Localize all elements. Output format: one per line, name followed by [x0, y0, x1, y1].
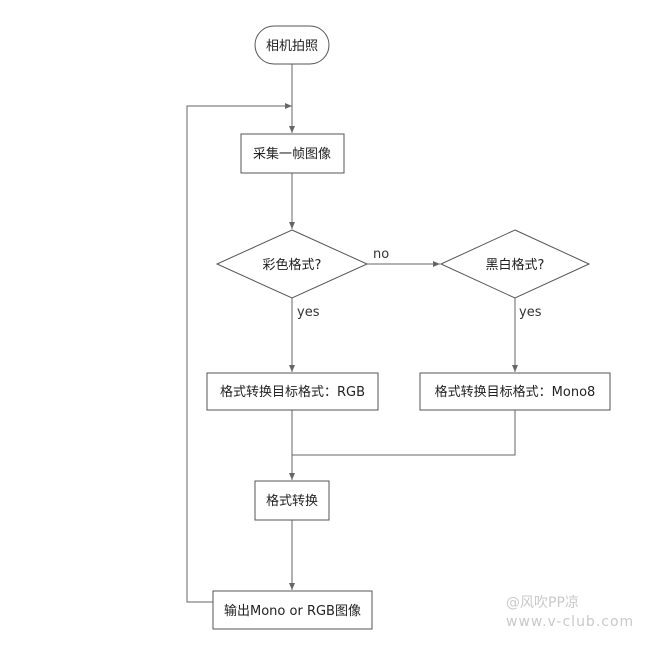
- start-label: 相机拍照: [266, 39, 318, 54]
- mono-format-label: 黑白格式?: [486, 257, 545, 273]
- watermark-author: @风吹PP凉: [506, 595, 579, 611]
- color-format-decision: [215, 229, 369, 299]
- watermark-site: www.v-club.com: [506, 614, 635, 630]
- target-mono-label: 格式转换目标格式：Mono8: [435, 384, 596, 400]
- target-mono-box: [419, 372, 611, 411]
- grab-frame-box: [240, 133, 345, 174]
- convert-box: [254, 480, 330, 521]
- yes-color-edge-label: yes: [297, 305, 320, 320]
- color-format-label: 彩色格式?: [263, 257, 322, 273]
- edge-loop-back: [186, 103, 292, 603]
- grab-frame-label: 采集一帧图像: [253, 146, 331, 162]
- convert-label: 格式转换: [266, 493, 318, 509]
- start-terminator: [254, 25, 330, 65]
- yes-mono-edge-label: yes: [519, 305, 542, 320]
- target-rgb-label: 格式转换目标格式：RGB: [220, 384, 365, 400]
- output-box: [212, 590, 373, 630]
- mono-format-decision: [439, 229, 591, 299]
- no-edge-label: no: [373, 247, 389, 262]
- target-rgb-box: [206, 372, 379, 411]
- output-label: 输出Mono or RGB图像: [224, 603, 361, 619]
- edge-mono-to-convert: [292, 410, 516, 456]
